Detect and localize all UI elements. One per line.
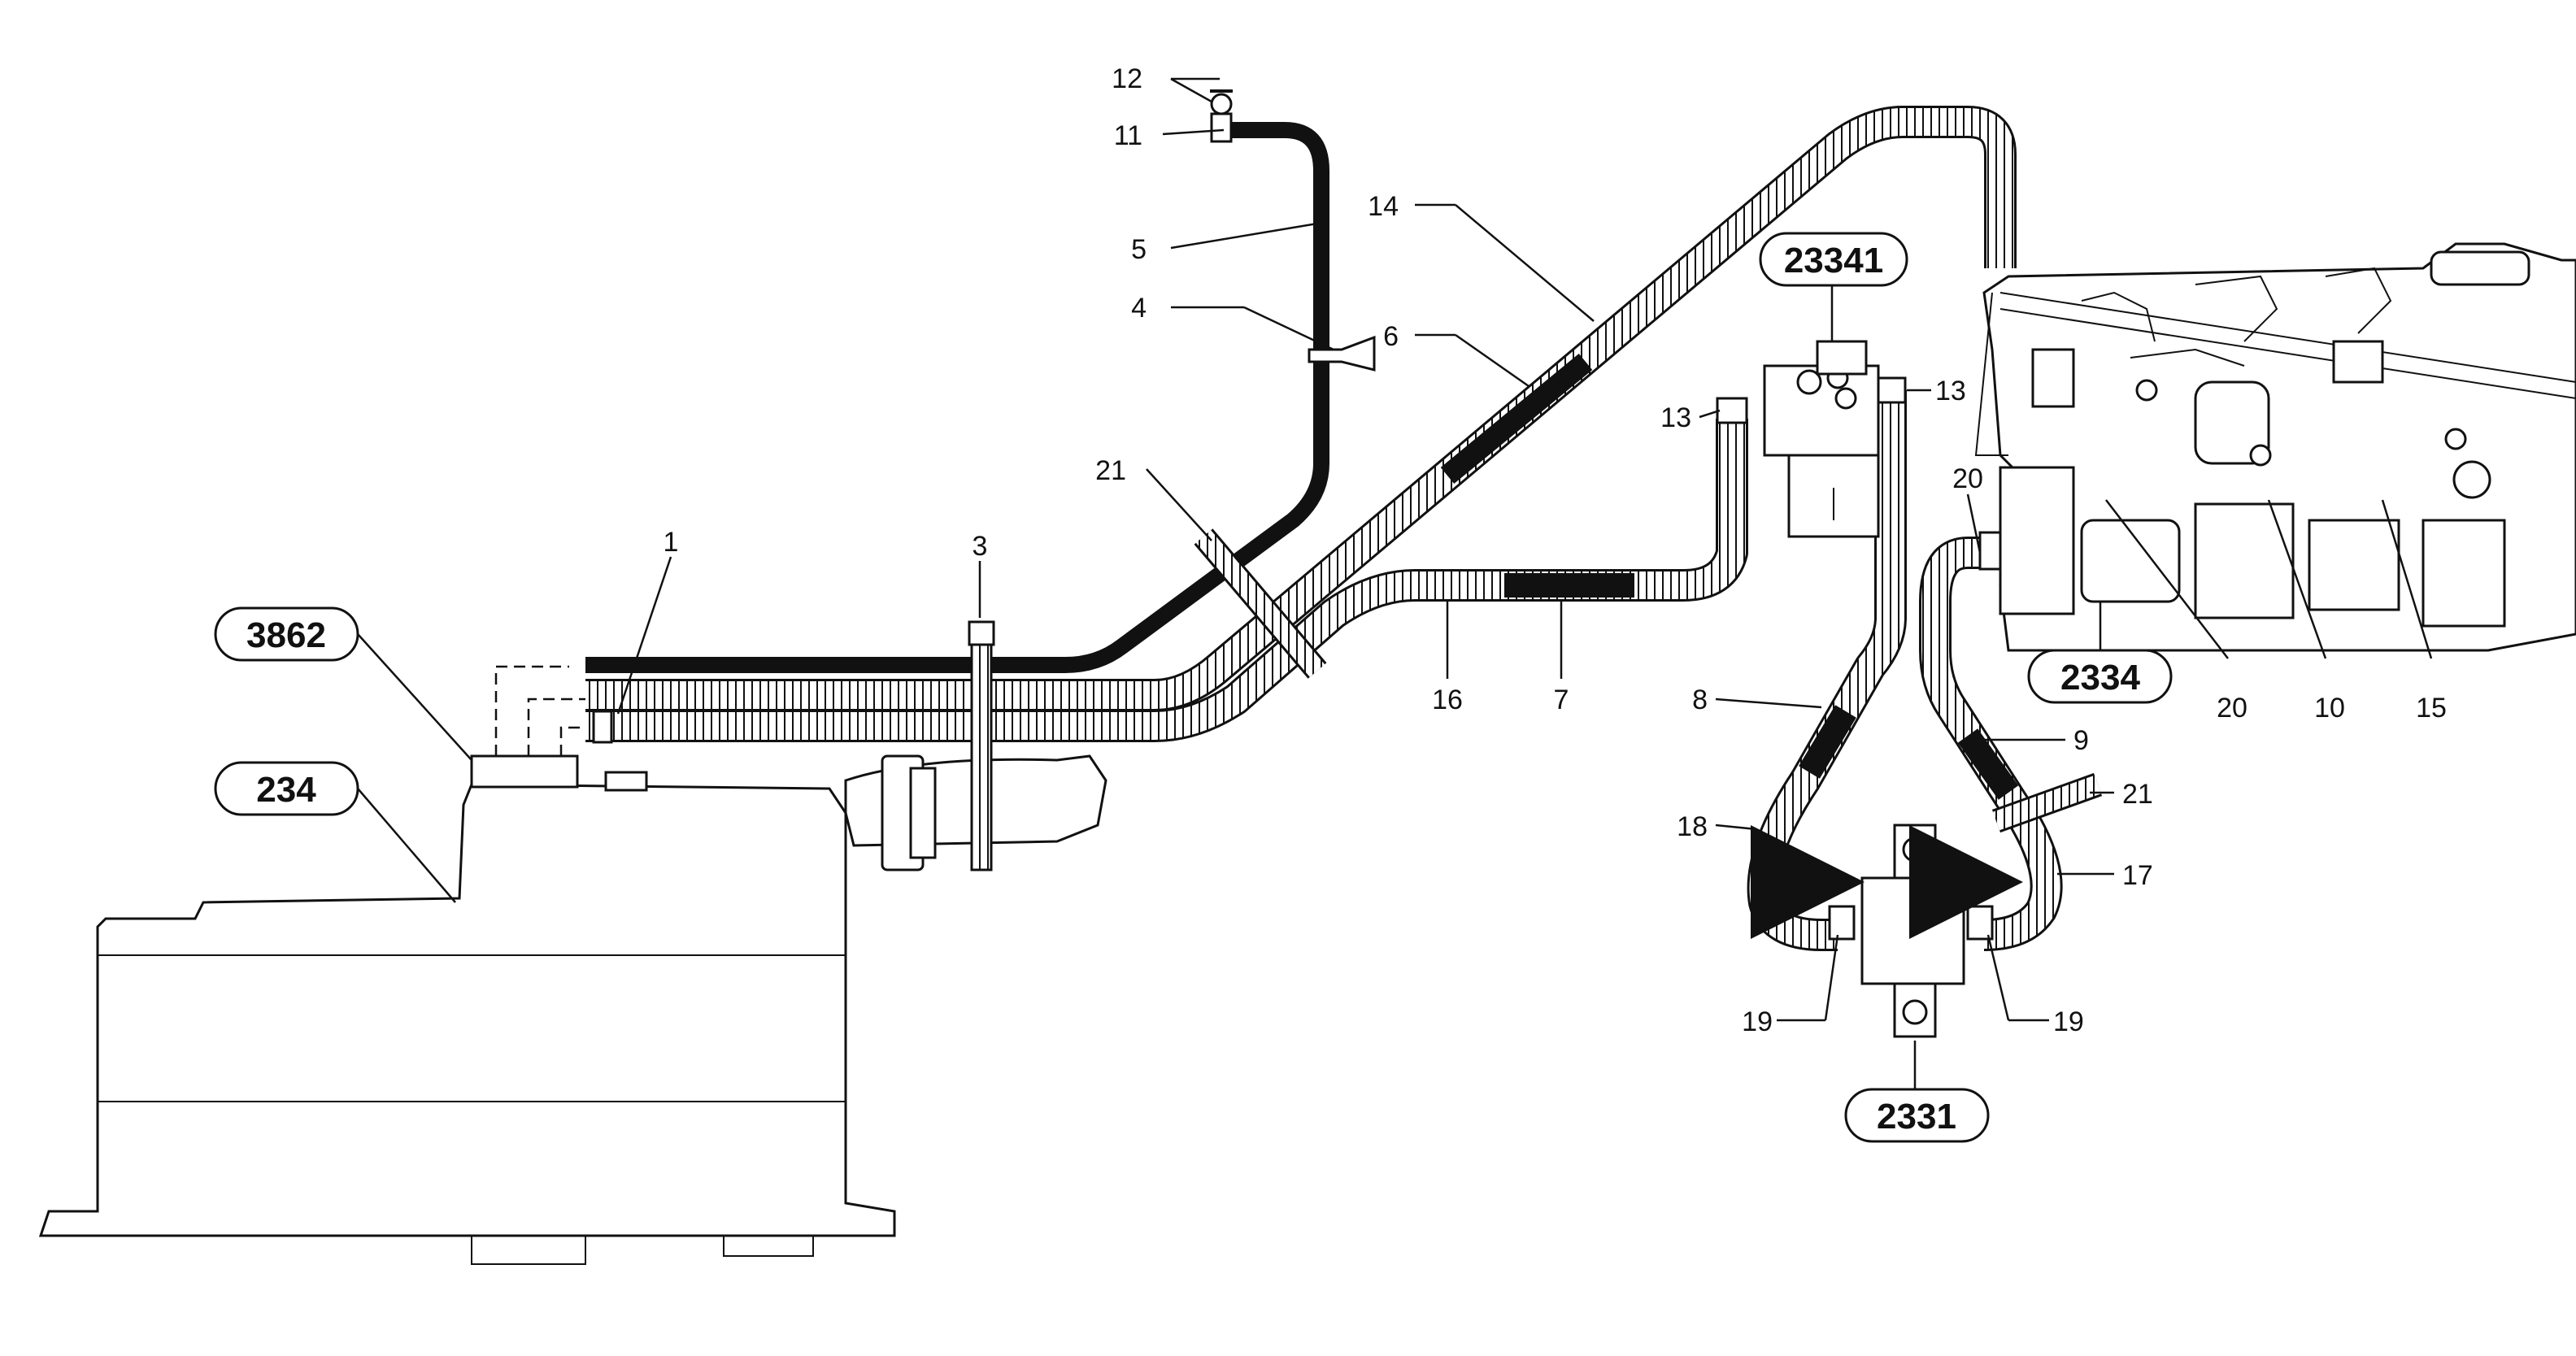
fuel-filter [1763, 340, 1880, 538]
badge-234: 234 [214, 761, 359, 816]
svg-text:23341: 23341 [1784, 241, 1883, 280]
callout-21-right: 21 [2122, 779, 2153, 810]
svg-text:3862: 3862 [246, 615, 326, 655]
callout-8: 8 [1692, 685, 1708, 715]
assembly-badges: 3862 234 23341 2334 2331 [214, 232, 2173, 1143]
callout-20-upper: 20 [1952, 463, 1983, 494]
callout-9: 9 [2073, 725, 2089, 756]
clamp-21-left [1194, 528, 1327, 679]
return-hose-sleeve [1440, 353, 1593, 485]
callout-10: 10 [2314, 693, 2345, 724]
svg-text:234: 234 [256, 770, 316, 810]
svg-text:2331: 2331 [1877, 1097, 1956, 1137]
callout-17: 17 [2122, 860, 2153, 891]
callout-15: 15 [2416, 693, 2447, 724]
connector-19-left [1828, 905, 1856, 941]
callout-7: 7 [1554, 685, 1569, 715]
connector-1 [592, 710, 613, 744]
connector-13-left [1716, 397, 1748, 424]
callout-18: 18 [1677, 811, 1708, 842]
clip-4 [1308, 335, 1376, 372]
pump-inlet-sleeve [1799, 705, 1856, 779]
leader-lines [357, 77, 2433, 1089]
callout-6: 6 [1383, 321, 1399, 352]
clamp-21-right [1991, 772, 2103, 833]
callout-12: 12 [1112, 63, 1142, 94]
fuel-pump [1751, 824, 2023, 1038]
callout-19-right: 19 [2053, 1006, 2084, 1037]
callout-11: 11 [1114, 120, 1142, 151]
badge-2334: 2334 [2027, 649, 2173, 704]
callout-1: 1 [664, 527, 679, 558]
callout-21-left: 21 [1095, 455, 1126, 486]
callout-5: 5 [1131, 234, 1147, 265]
return-hose-inner [585, 108, 2014, 709]
callout-13-left: 13 [1660, 402, 1691, 433]
pump-outlet-sleeve [1957, 728, 2019, 800]
clamp-3 [968, 620, 995, 871]
vent-hose [585, 122, 1329, 673]
connector-19-right [1966, 905, 1994, 941]
badge-3862: 3862 [214, 606, 359, 662]
tank-connection-dashes [494, 665, 585, 756]
callout-16: 16 [1432, 685, 1463, 715]
callout-3: 3 [973, 531, 988, 562]
callout-14: 14 [1368, 191, 1399, 222]
badge-23341: 23341 [1759, 232, 1908, 287]
callout-4: 4 [1131, 293, 1147, 324]
fuel-tank [38, 754, 1107, 1265]
part-callouts: 12 11 5 4 21 14 6 1 3 16 7 13 13 8 9 18 … [664, 63, 2447, 1037]
vent-valve [1210, 89, 1233, 143]
callout-20-lower: 20 [2217, 693, 2247, 724]
engine-block [1974, 242, 2576, 652]
badge-2331: 2331 [1844, 1088, 1990, 1143]
connector-13-right [1874, 376, 1907, 404]
svg-text:2334: 2334 [2060, 658, 2140, 698]
callout-19-left: 19 [1742, 1006, 1773, 1037]
supply-hose-inner [585, 419, 1746, 740]
callout-13-right: 13 [1935, 376, 1966, 406]
